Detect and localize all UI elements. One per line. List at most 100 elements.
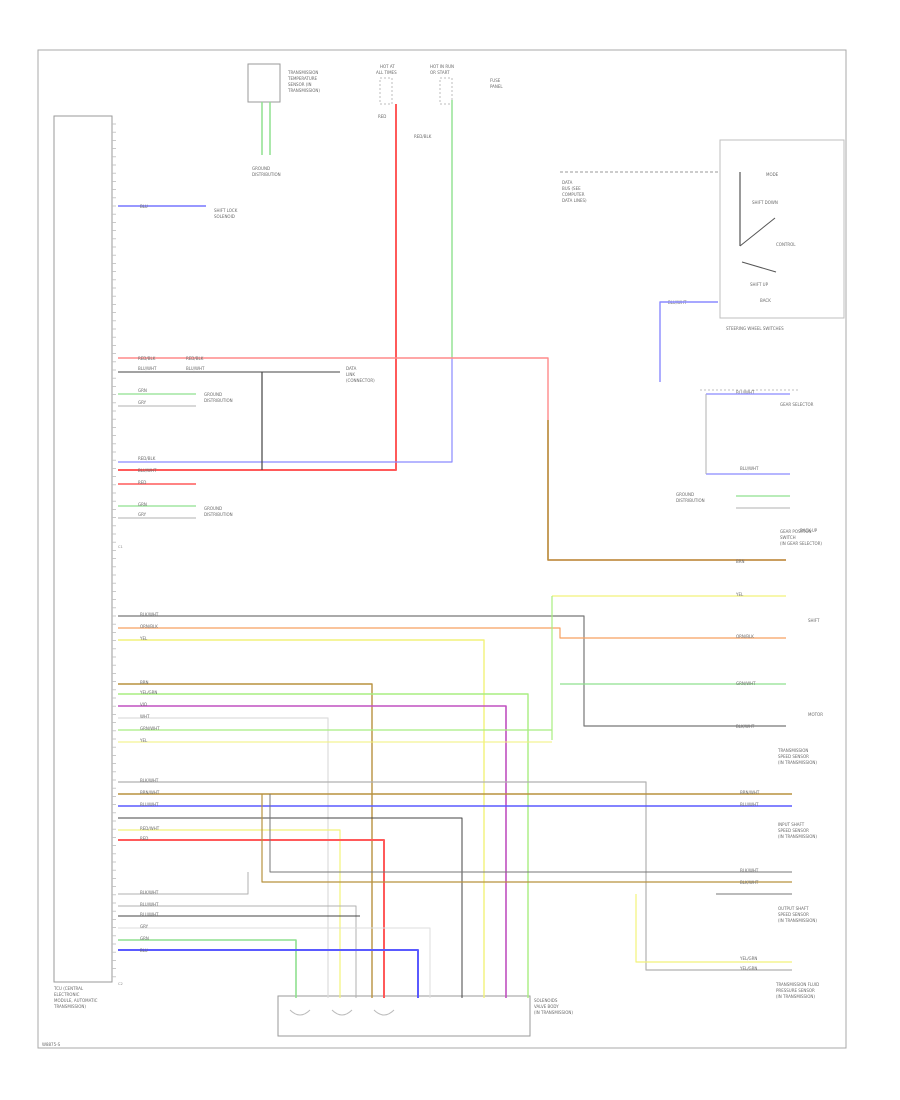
wl-vio-1: VIO	[140, 702, 147, 707]
wire-brown-vert	[261, 794, 792, 883]
wl-orn-1: ORN/BLK	[140, 624, 158, 629]
wl-shift-lock-2: SOLENOID	[214, 214, 235, 219]
steering-switch-box	[719, 139, 845, 319]
wire-red-low	[118, 839, 385, 998]
tcm-label-3: MODULE, AUTOMATIC	[54, 998, 98, 1003]
wl-wht-1: WHT	[140, 714, 150, 719]
wire-steering-blue	[659, 301, 718, 382]
stall-sensor-3: (IN TRANSMISSION)	[778, 760, 817, 765]
top-sensor-box	[247, 63, 281, 103]
steering-line-down: SHIFT DOWN	[752, 200, 778, 205]
wl-yel-1: YEL	[139, 636, 148, 641]
wl-motor-1: MOTOR	[808, 712, 823, 717]
tcm-pin-ticks	[112, 123, 116, 978]
wl-blk-wht-3: BLK/WHT	[140, 890, 159, 895]
wl-ecm-1: DATA	[346, 366, 357, 371]
stall-sensor-1: TRANSMISSION	[777, 748, 808, 753]
wire-fuse-b-blu	[118, 358, 453, 463]
top-sensor-label-4: TRANSMISSION)	[287, 88, 320, 93]
wl-brn-wht-1: BRN/WHT	[140, 790, 160, 795]
steering-line-mode: MODE	[766, 172, 779, 177]
wl-brn-wht-r: BRN/WHT	[740, 790, 760, 795]
wl-orn-r: ORN/BLK	[736, 634, 754, 639]
steering-line-back: BACK	[760, 298, 771, 303]
solenoid-label-1: SOLENOIDS	[534, 998, 558, 1003]
wire-yel-grn-down	[118, 693, 529, 998]
fuse-a-label-1: HOT AT	[380, 64, 395, 69]
pressure-sensor-3: (IN TRANSMISSION)	[776, 994, 815, 999]
wl-grn-wht-1: GRN/WHT	[140, 726, 160, 731]
top-sensor-label-1: TRANSMISSION	[287, 70, 318, 75]
wl-blu-wht-4: BLU/WHT	[140, 902, 159, 907]
wire-yel-sw	[118, 639, 485, 998]
tcm-box	[53, 115, 113, 983]
gear-position-3: (IN GEAR SELECTOR)	[780, 541, 822, 546]
wl-ground-2: GROUND	[204, 506, 222, 511]
output-speed-2: SPEED SENSOR	[778, 912, 809, 917]
tcm-connector-c1: C1	[118, 545, 123, 549]
gear-wire-label-2: BLU/WHT	[740, 466, 759, 471]
wl-grn-wht-r: GRN/WHT	[736, 681, 756, 686]
tcm-connector-c2: C2	[118, 982, 123, 986]
solenoid-box	[277, 995, 531, 1037]
wire-blk-wht-low	[118, 781, 792, 971]
wl-red-blk-2: RED/BLK	[138, 456, 156, 461]
input-speed-3: (IN TRANSMISSION)	[778, 834, 817, 839]
fuse-a-wire-label: RED	[378, 114, 386, 119]
pressure-sensor-1: TRANSMISSION FLUID	[775, 982, 819, 987]
solenoid-label-2: VALVE BODY	[534, 1004, 559, 1009]
output-speed-1: OUTPUT SHAFT	[778, 906, 809, 911]
pressure-sensor-2: PRESSURE SENSOR	[776, 988, 815, 993]
fuse-group: HOT AT ALL TIMES HOT IN RUN OR START FUS…	[376, 64, 503, 139]
wl-red-wht-1: RED/WHT	[140, 826, 160, 831]
gear-selector-label: GEAR SELECTOR	[780, 402, 814, 407]
steering-switch-title: STEERING WHEEL SWITCHES	[726, 326, 784, 331]
wire-gry-c2	[118, 927, 431, 998]
wl-grn-3: GRN	[140, 936, 149, 941]
diagram-frame	[37, 49, 847, 1049]
data-bus-label-4: DATA LINES)	[562, 198, 587, 203]
top-sensor-label-2: TEMPERATURE	[287, 76, 318, 81]
tcm-module: C1 C2 TCU (CENTRAL ELECTRONIC MODULE, AU…	[53, 115, 123, 1009]
wl-blk-wht-1: BLK/WHT	[140, 612, 159, 617]
data-bus-label-2: BUS (SEE	[562, 186, 581, 191]
wl-shift-lock-1: SHIFT LOCK	[214, 208, 238, 213]
wl-blu-wht-5: BLU/WHT	[140, 912, 159, 917]
wire-brn-down	[118, 683, 373, 998]
fuse-b-wire-label: RED/BLK	[414, 134, 432, 139]
wire-red-wht-low	[118, 829, 341, 998]
wl-red-blk-1b: RED/BLK	[186, 356, 204, 361]
wire-harness	[118, 100, 792, 998]
data-bus-label-1: DATA	[562, 180, 573, 185]
solenoid-block: SOLENOIDS VALVE BODY (IN TRANSMISSION)	[277, 995, 573, 1037]
tcm-label-4: TRANSMISSION)	[53, 1004, 86, 1009]
fuse-b-side-2: PANEL	[490, 84, 503, 89]
footer-code: W8875-S	[42, 1042, 61, 1047]
wl-blk-wht-r2: BLK/WHT	[740, 868, 759, 873]
wl-yel-2: YEL	[139, 738, 148, 743]
wl-red-blk-1: RED/BLK	[138, 356, 156, 361]
wl-yel-grn-1: YEL/GRN	[139, 690, 157, 695]
right-sensor-labels: TRANSMISSION SPEED SENSOR (IN TRANSMISSI…	[775, 748, 819, 999]
wl-blk-wht-r: BLK/WHT	[736, 724, 755, 729]
tcm-label-1: TCU (CENTRAL	[53, 986, 84, 991]
wire-yel-grn-right	[635, 894, 792, 963]
wire-blu-c2	[118, 949, 419, 998]
wl-brn-r: BRN	[736, 559, 745, 564]
top-sensor-ground-2: DISTRIBUTION	[252, 172, 281, 177]
fuse-b-label-2: OR START	[430, 70, 450, 75]
wl-ground-2b: DISTRIBUTION	[204, 512, 233, 517]
wire-orn-sw	[118, 627, 786, 639]
wire-wht-down	[118, 717, 329, 998]
wl-shift-sol-1: SHIFT	[808, 618, 820, 623]
wl-yel-grn-r: YEL/GRN	[739, 956, 757, 961]
data-bus-label-3: COMPUTER	[562, 192, 585, 197]
tcm-label-2: ELECTRONIC	[54, 992, 80, 997]
wl-red-3: RED	[140, 836, 148, 841]
wl-blu-wht-1: BLU/WHT	[138, 366, 157, 371]
wl-gry-3: GRY	[140, 924, 149, 929]
wire-vio-down	[118, 705, 507, 998]
solenoid-label-3: (IN TRANSMISSION)	[534, 1010, 573, 1015]
gear-ground-1: GROUND	[676, 492, 694, 497]
wl-yel-grn-r2: YEL/GRN	[739, 966, 757, 971]
